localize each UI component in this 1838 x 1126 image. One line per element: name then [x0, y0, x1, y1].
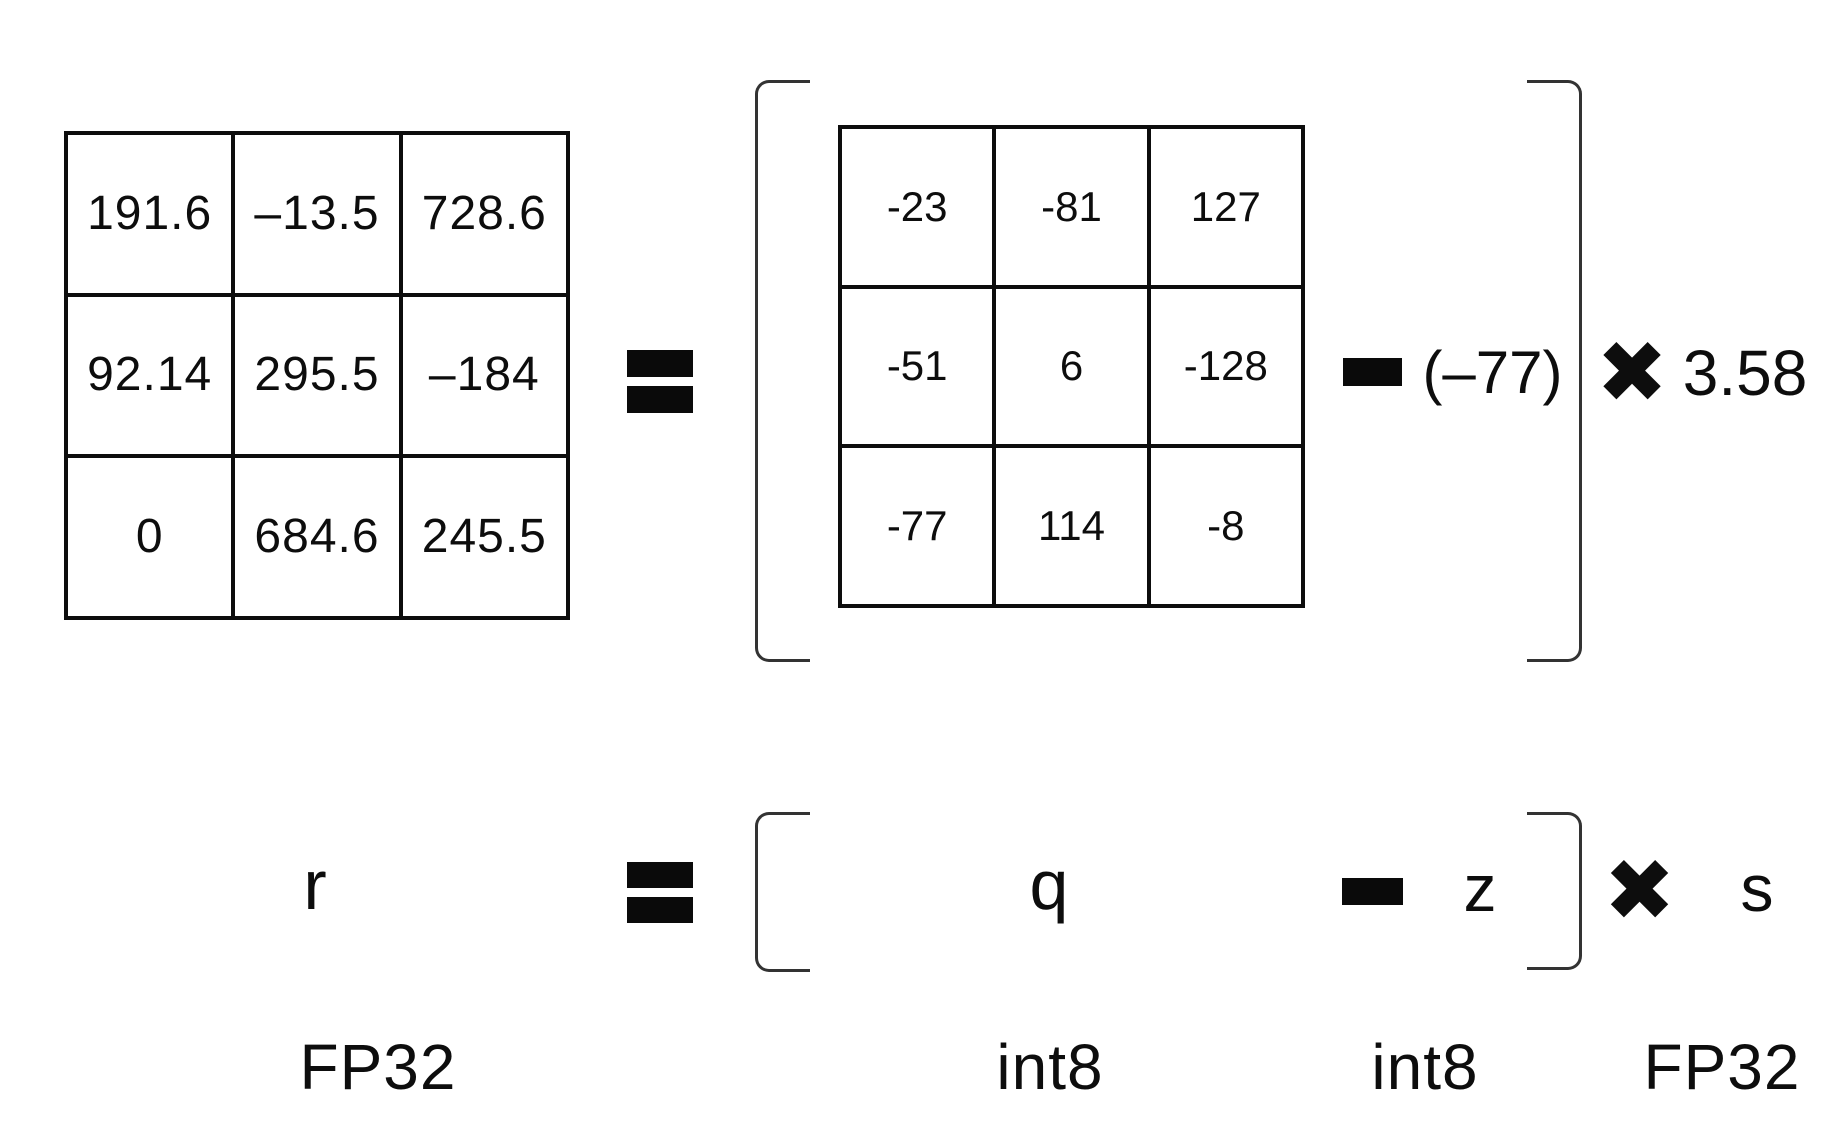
- equals-icon: [627, 350, 693, 413]
- fp32-cell: –13.5: [235, 135, 399, 293]
- zero-point-value: (–77): [1422, 338, 1563, 406]
- fp32-cell: –184: [402, 296, 566, 455]
- symbol-s: s: [1740, 851, 1774, 925]
- equals-bar: [627, 862, 693, 888]
- int8-matrix: -23 -81 127 -51 6 -128 -77 114 -8: [838, 125, 1305, 608]
- fp32-cell: 684.6: [235, 458, 399, 616]
- int8-cell: -23: [842, 129, 993, 285]
- fp32-cell: 245.5: [402, 458, 566, 616]
- dtype-label-fp32: FP32: [299, 1031, 457, 1103]
- open-bracket-icon: [755, 812, 810, 972]
- symbol-r: r: [303, 846, 327, 924]
- int8-cell: -77: [842, 448, 993, 604]
- equals-bar: [627, 386, 693, 413]
- equals-bar: [627, 350, 693, 377]
- minus-icon: [1342, 878, 1403, 905]
- close-bracket-icon: [1527, 80, 1582, 662]
- scale-value: 3.58: [1682, 336, 1808, 409]
- equals-icon: [627, 862, 693, 923]
- symbol-z: z: [1463, 851, 1497, 925]
- int8-cell: 6: [996, 288, 1147, 445]
- dtype-label-int8: int8: [996, 1031, 1104, 1103]
- int8-cell: -81: [996, 129, 1147, 285]
- multiply-icon: ✖: [1595, 322, 1669, 423]
- fp32-matrix: 191.6 –13.5 728.6 92.14 295.5 –184 0 684…: [64, 131, 570, 620]
- open-bracket-icon: [755, 80, 810, 662]
- int8-cell: -8: [1150, 448, 1301, 604]
- minus-icon: [1343, 358, 1402, 386]
- fp32-cell: 191.6: [68, 135, 232, 293]
- fp32-cell: 728.6: [402, 135, 566, 293]
- symbol-q: q: [1029, 846, 1069, 924]
- equals-bar: [627, 897, 693, 923]
- int8-cell: 127: [1150, 129, 1301, 285]
- dtype-label-fp32: FP32: [1643, 1031, 1801, 1103]
- fp32-cell: 295.5: [235, 296, 399, 455]
- multiply-icon: ✖: [1603, 841, 1676, 941]
- fp32-cell: 92.14: [68, 296, 232, 455]
- int8-cell: 114: [996, 448, 1147, 604]
- fp32-cell: 0: [68, 458, 232, 616]
- int8-cell: -51: [842, 288, 993, 445]
- close-bracket-icon: [1527, 812, 1582, 970]
- dtype-label-int8: int8: [1371, 1031, 1479, 1103]
- int8-cell: -128: [1150, 288, 1301, 445]
